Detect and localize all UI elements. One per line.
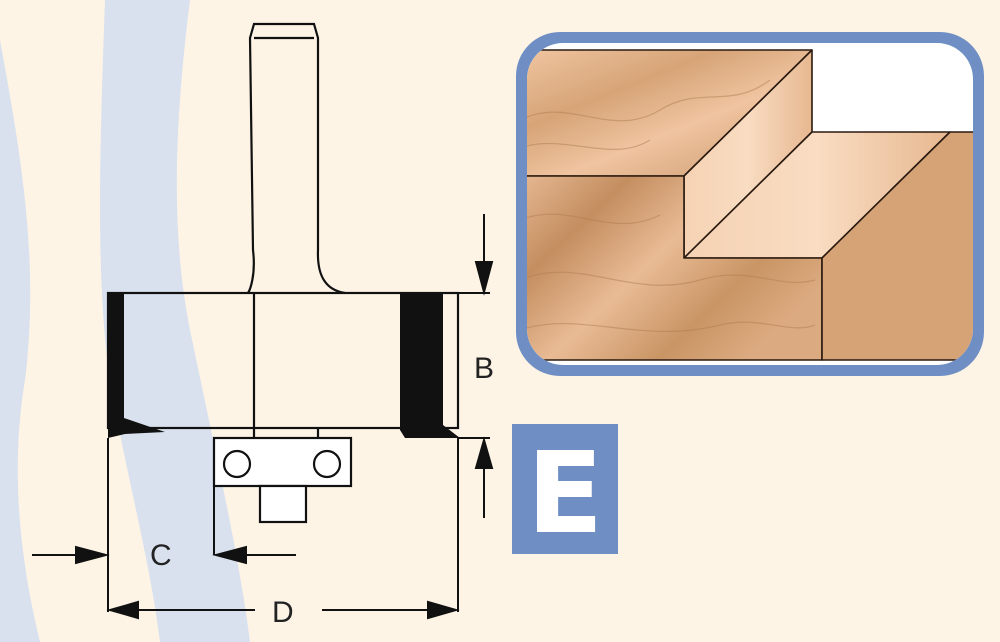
bearing-nut — [258, 484, 308, 524]
dimension-c-arrow-left — [75, 545, 110, 565]
shank — [247, 22, 346, 295]
dimension-c-arrow-right — [212, 545, 247, 565]
dimension-b-label: B — [474, 352, 494, 385]
right-cutter-tip — [400, 293, 460, 438]
dimension-b-arrow-bottom — [474, 436, 494, 469]
badge-letter: E — [527, 429, 604, 559]
left-cutter-tip — [108, 293, 165, 438]
dimension-c-label: C — [150, 539, 172, 572]
bearing-screw-left — [222, 449, 252, 479]
profile-illustration — [516, 32, 984, 376]
dimension-d-arrow-right — [427, 600, 460, 620]
router-bit — [106, 22, 460, 524]
decorative-band-left — [0, 40, 40, 642]
wood-end-face — [821, 131, 973, 361]
decorative-band-middle — [100, 0, 250, 642]
wood-grain — [527, 79, 816, 332]
dimension-d-label: D — [272, 596, 294, 629]
badge-background — [512, 424, 618, 554]
dimension-b-arrow-top — [474, 261, 494, 296]
dimension-lines — [32, 214, 494, 620]
profile-badge: E — [512, 424, 618, 559]
dimension-d-arrow-left — [106, 600, 139, 620]
bearing-screw-right — [312, 449, 342, 479]
